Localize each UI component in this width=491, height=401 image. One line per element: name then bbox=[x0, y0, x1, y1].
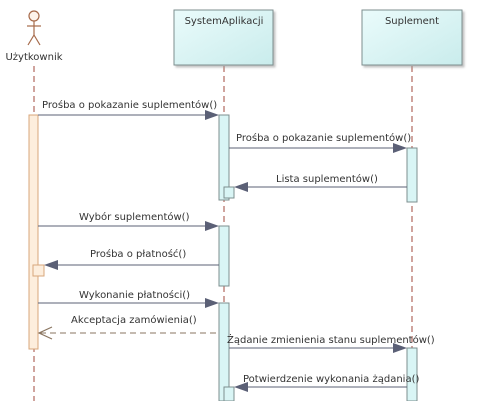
message-7[interactable]: Akceptacja zamówienia() bbox=[37, 314, 219, 340]
object-supplement-label: Suplement bbox=[385, 16, 439, 27]
arrow-right-icon bbox=[393, 143, 407, 153]
activation-system-1 bbox=[218, 114, 230, 201]
message-5-label: Prośba o płatność() bbox=[90, 248, 186, 260]
message-1-label: Prośba o pokazanie suplementów() bbox=[42, 99, 217, 111]
message-6[interactable]: Wykonanie płatności() bbox=[38, 289, 219, 308]
arrow-right-icon bbox=[393, 343, 407, 353]
open-arrow-left-icon bbox=[37, 326, 53, 340]
activation-supplement-2 bbox=[406, 347, 418, 401]
object-supplement[interactable]: Suplement bbox=[361, 9, 463, 66]
stick-figure-actor-icon bbox=[27, 10, 41, 46]
message-8-label: Żądanie zmienienia stanu suplementów() bbox=[227, 333, 435, 346]
message-9-label: Potwierdzenie wykonania żądania() bbox=[243, 374, 419, 385]
message-2[interactable]: Prośba o pokazanie suplementów() bbox=[229, 132, 411, 153]
arrow-right-icon bbox=[205, 110, 219, 120]
message-4-label: Wybór suplementów() bbox=[79, 211, 190, 223]
message-6-label: Wykonanie płatności() bbox=[79, 289, 190, 301]
activation-system-3 bbox=[218, 302, 230, 401]
message-3-label: Lista suplementów() bbox=[276, 173, 378, 185]
activation-system-self-1 bbox=[223, 186, 235, 199]
arrow-left-icon bbox=[44, 260, 58, 270]
message-5[interactable]: Prośba o płatność() bbox=[44, 248, 219, 270]
message-9[interactable]: Potwierdzenie wykonania żądania() bbox=[234, 374, 419, 392]
message-8[interactable]: Żądanie zmienienia stanu suplementów() bbox=[227, 333, 435, 353]
activation-system-2 bbox=[218, 225, 230, 287]
actor-user[interactable]: Użytkownik bbox=[5, 10, 63, 63]
activation-user bbox=[28, 114, 39, 350]
activation-supplement-1 bbox=[406, 147, 418, 203]
message-3[interactable]: Lista suplementów() bbox=[234, 173, 407, 192]
object-system[interactable]: SystemAplikacji bbox=[173, 9, 274, 66]
arrow-left-icon bbox=[234, 382, 248, 392]
message-4[interactable]: Wybór suplementów() bbox=[38, 211, 219, 231]
message-7-label: Akceptacja zamówienia() bbox=[71, 314, 197, 326]
arrow-right-icon bbox=[205, 221, 219, 231]
arrow-right-icon bbox=[205, 298, 219, 308]
activation-user-self bbox=[32, 264, 45, 277]
activation-system-self-2 bbox=[223, 386, 235, 401]
message-2-label: Prośba o pokazanie suplementów() bbox=[236, 132, 411, 144]
arrow-left-icon bbox=[234, 182, 248, 192]
object-system-label: SystemAplikacji bbox=[185, 16, 264, 27]
message-1[interactable]: Prośba o pokazanie suplementów() bbox=[38, 99, 219, 120]
actor-user-label: Użytkownik bbox=[5, 52, 62, 63]
